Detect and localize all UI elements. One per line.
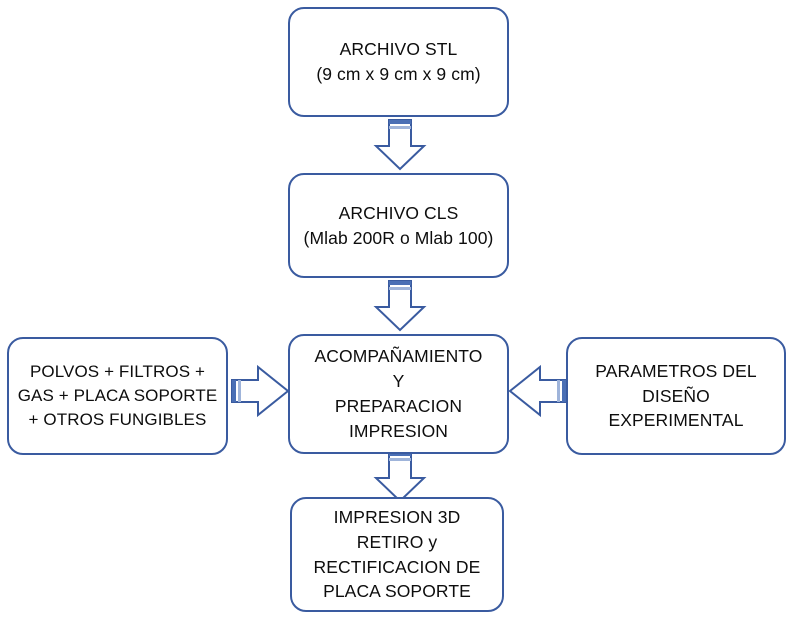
arrow-down-stl-to-cls — [373, 118, 427, 172]
node-acompanamiento-preparacion[interactable]: ACOMPAÑAMIENTO Y PREPARACION IMPRESION — [288, 334, 509, 454]
node-parametros-diseno[interactable]: PARAMETROS DEL DISEÑO EXPERIMENTAL — [566, 337, 786, 455]
arrow-down-cls-to-acompanamiento — [373, 279, 427, 333]
arrow-left-parametros-to-acompanamiento — [506, 364, 568, 418]
node-archivo-stl[interactable]: ARCHIVO STL (9 cm x 9 cm x 9 cm) — [288, 7, 509, 117]
node-impresion-3d[interactable]: IMPRESION 3D RETIRO y RECTIFICACION DE P… — [290, 497, 504, 612]
arrow-right-insumos-to-acompanamiento — [230, 364, 292, 418]
node-archivo-cls[interactable]: ARCHIVO CLS (Mlab 200R o Mlab 100) — [288, 173, 509, 278]
node-insumos[interactable]: POLVOS + FILTROS + GAS + PLACA SOPORTE +… — [7, 337, 228, 455]
arrow-down-acompanamiento-to-impresion — [373, 450, 427, 504]
